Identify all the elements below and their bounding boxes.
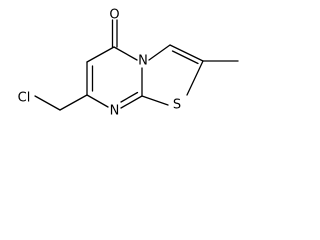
bond-n8-c8a-double-outer (120, 95, 143, 109)
bond-ch2-cl (34, 95, 61, 111)
bond-n4-c3 (148, 44, 171, 61)
bond-n8-c8a-double-inner (120, 91, 139, 103)
ring-nitrogen-bottom-label: N (110, 104, 120, 119)
bond-c7-ch2 (59, 94, 88, 111)
oxygen-atom-label: O (109, 8, 119, 23)
bond-c3-c2-double-outer (169, 44, 204, 62)
sulfur-atom-label: S (173, 98, 181, 113)
bonds (34, 19, 239, 111)
bond-c3-c2-double-inner (171, 50, 199, 65)
ring-nitrogen-top-label: N (138, 54, 148, 69)
chemical-structure-diagram: O N N S Cl (18, 8, 239, 119)
bond-c7-n8 (86, 94, 109, 108)
chlorine-atom-label: Cl (18, 91, 31, 106)
bond-c2-s1 (186, 60, 204, 96)
bond-c5-n4 (113, 46, 138, 61)
bond-c5-c6 (86, 46, 115, 63)
bond-s1-c8a (141, 95, 169, 106)
